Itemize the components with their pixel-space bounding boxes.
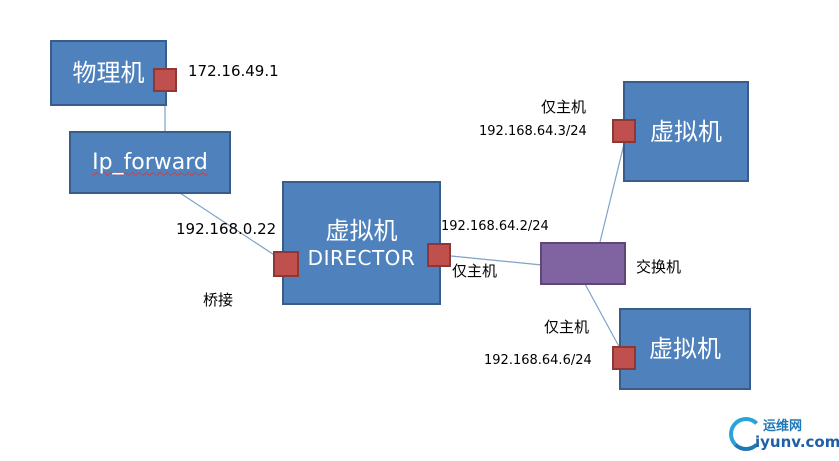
switch-box <box>540 242 626 285</box>
link-director-switch <box>450 255 543 266</box>
vm-top-ip-label: 192.168.64.3/24 <box>479 124 587 139</box>
watermark-logo: 运维网 iyunv.com <box>729 415 839 455</box>
ip-forward-box: Ip_forward <box>69 131 231 194</box>
director-vm-label: 虚拟机 <box>325 217 398 245</box>
vm-bottom-box: 虚拟机 <box>619 308 751 390</box>
switch-label: 交换机 <box>636 258 682 276</box>
director-bridge-port <box>273 251 299 277</box>
director-hostonly-port <box>427 243 451 267</box>
physical-machine-box: 物理机 <box>50 40 167 106</box>
physical-ip-label: 172.16.49.1 <box>188 62 279 80</box>
link-switch-vm-bottom <box>584 283 623 353</box>
vm-bottom-label: 虚拟机 <box>649 335 721 363</box>
physical-machine-port <box>153 68 177 92</box>
director-hostonly-ip-label: 192.168.64.2/24 <box>441 219 549 234</box>
vm-bottom-ip-label: 192.168.64.6/24 <box>484 353 592 368</box>
vm-bottom-hostonly-label: 仅主机 <box>544 318 590 336</box>
bridge-label: 桥接 <box>203 291 234 309</box>
vm-top-label: 虚拟机 <box>650 117 722 146</box>
director-bridge-ip-label: 192.168.0.22 <box>176 220 277 238</box>
watermark-top-text: 运维网 <box>763 419 803 434</box>
vm-top-box: 虚拟机 <box>623 81 749 182</box>
director-name-label: DIRECTOR <box>307 246 416 270</box>
physical-machine-label: 物理机 <box>72 59 145 87</box>
director-vm-box: 虚拟机 DIRECTOR <box>282 181 441 305</box>
watermark-swoosh-icon <box>729 417 763 451</box>
vm-bottom-port <box>612 346 636 370</box>
vm-top-hostonly-label: 仅主机 <box>541 98 587 116</box>
link-switch-vm-top <box>599 139 626 243</box>
vm-top-port <box>612 119 636 143</box>
ip-forward-label: Ip_forward <box>92 149 208 175</box>
director-hostonly-label: 仅主机 <box>452 262 498 280</box>
watermark-bottom-text: iyunv.com <box>755 433 839 451</box>
link-ipforward-director <box>179 192 286 263</box>
